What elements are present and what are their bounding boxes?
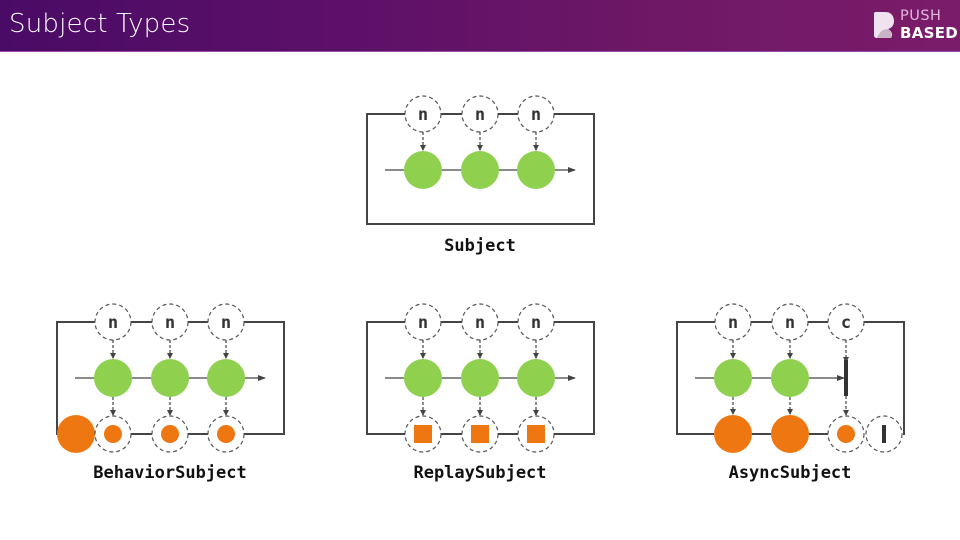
subject-input-label-1: n [475, 105, 485, 125]
behaviorsubject-emitted-value-1 [151, 359, 189, 397]
replaysubject-replayed-value-2 [527, 425, 545, 443]
asyncsubject-received-value-0 [714, 415, 752, 453]
replaysubject-emitted-value-0 [404, 359, 442, 397]
replaysubject-emitted-value-2 [517, 359, 555, 397]
behaviorsubject-received-value-2 [217, 425, 235, 443]
asyncsubject-input-label-2: c [841, 313, 851, 333]
asyncsubject-emitted-value-0 [714, 359, 752, 397]
behaviorsubject-label: BehaviorSubject [93, 463, 247, 483]
pushbased-logo-icon [874, 12, 894, 38]
behaviorsubject-initial-value [57, 415, 95, 453]
asyncsubject-emitted-value-1 [771, 359, 809, 397]
behaviorsubject-emitted-value-2 [207, 359, 245, 397]
slide-title: Subject Types [9, 9, 191, 39]
subject-emitted-value-1 [461, 151, 499, 189]
behaviorsubject-emitted-value-0 [94, 359, 132, 397]
replaysubject-replayed-value-1 [471, 425, 489, 443]
asyncsubject-received-value-1 [771, 415, 809, 453]
asyncsubject-input-label-0: n [728, 313, 738, 333]
subject-emitted-value-0 [404, 151, 442, 189]
asyncsubject-label: AsyncSubject [728, 463, 852, 483]
logo-text-based: BASED [900, 24, 959, 42]
pushbased-logo: PUSH BASED [873, 8, 959, 43]
replaysubject-input-label-2: n [531, 313, 541, 333]
behaviorsubject-input-label-2: n [221, 313, 231, 333]
behaviorsubject-received-value-1 [161, 425, 179, 443]
behaviorsubject-input-label-0: n [108, 313, 118, 333]
replaysubject-input-label-1: n [475, 313, 485, 333]
subject-label: Subject [444, 236, 516, 256]
logo-text-push: PUSH [900, 8, 942, 24]
subject-input-label-2: n [531, 105, 541, 125]
asyncsubject-complete-marker [844, 360, 848, 396]
behaviorsubject-input-label-1: n [165, 313, 175, 333]
replaysubject-emitted-value-1 [461, 359, 499, 397]
asyncsubject-received-complete [882, 425, 886, 443]
behaviorsubject-received-value-0 [104, 425, 122, 443]
asyncsubject-received-value-2 [837, 425, 855, 443]
subject-input-label-0: n [418, 105, 428, 125]
replaysubject-input-label-0: n [418, 313, 428, 333]
replaysubject-replayed-value-0 [414, 425, 432, 443]
asyncsubject-input-label-1: n [785, 313, 795, 333]
subject-emitted-value-2 [517, 151, 555, 189]
slide-header: Subject Types PUSH BASED [0, 0, 960, 52]
replaysubject-label: ReplaySubject [413, 463, 547, 483]
